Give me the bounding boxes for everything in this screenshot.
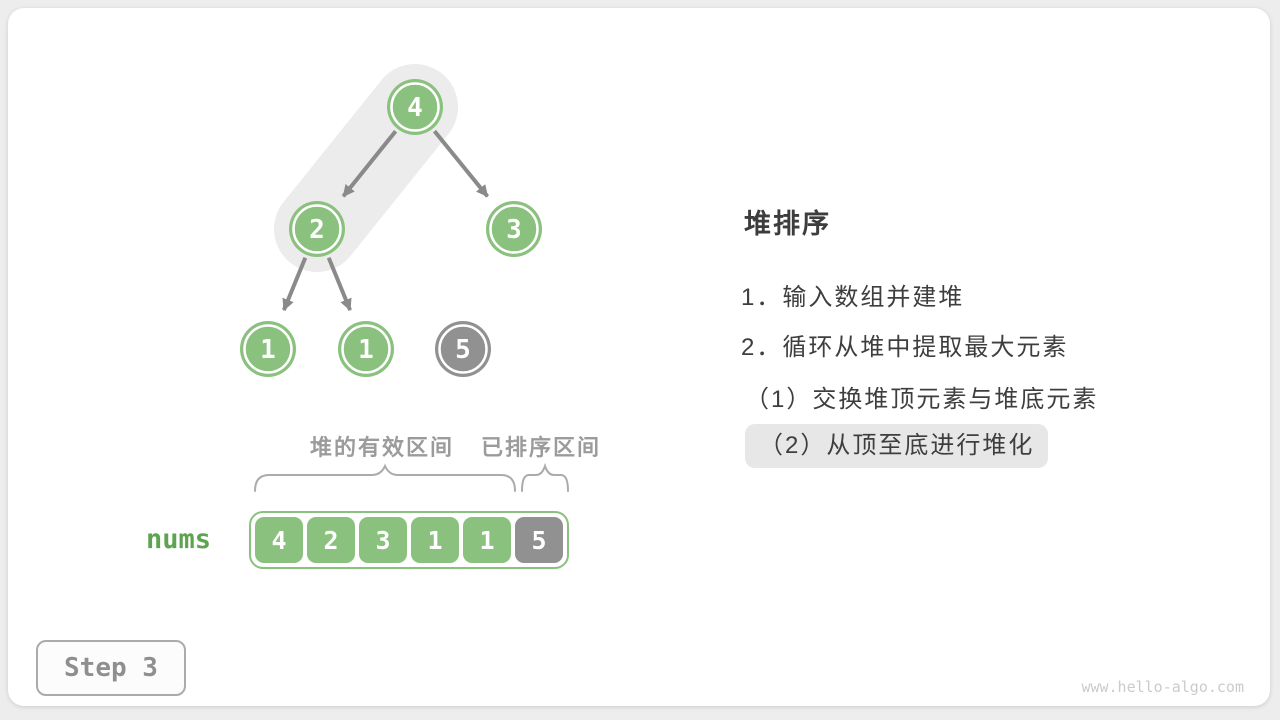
array-cell-sorted: 5 bbox=[515, 517, 563, 563]
tree-node-value: 3 bbox=[506, 215, 522, 245]
tree-node-value: 1 bbox=[358, 335, 374, 365]
heap-sort-diagram: 4 2 3 1 1 5 bbox=[240, 64, 569, 492]
step-item-2: 2．循环从堆中提取最大元素 bbox=[741, 334, 1069, 361]
nums-array: 4 2 3 1 1 5 bbox=[249, 511, 569, 569]
array-cell: 2 bbox=[307, 517, 355, 563]
tree-node-right: 3 bbox=[486, 201, 542, 257]
array-cell: 4 bbox=[255, 517, 303, 563]
tree-node-left: 2 bbox=[289, 201, 345, 257]
sorted-range-label: 已排序区间 bbox=[480, 435, 602, 460]
slide-card bbox=[8, 8, 1270, 706]
tree-node-value: 1 bbox=[260, 335, 276, 365]
step-item-2-2-highlighted: （2）从顶至底进行堆化 bbox=[745, 424, 1049, 468]
heap-range-brace bbox=[254, 463, 516, 492]
edge-arrow-2-1a bbox=[282, 256, 308, 312]
array-name-label: nums bbox=[146, 524, 212, 555]
step-item-2-1: （1）交换堆顶元素与堆底元素 bbox=[745, 386, 1099, 413]
array-cell: 1 bbox=[411, 517, 459, 563]
heap-range-label: 堆的有效区间 bbox=[309, 435, 455, 460]
sorted-range-brace bbox=[521, 462, 569, 492]
tree-node-leaf-2: 1 bbox=[338, 321, 394, 377]
tree-node-root: 4 bbox=[387, 79, 443, 135]
step-item-1: 1．输入数组并建堆 bbox=[741, 284, 965, 311]
tree-node-value: 2 bbox=[309, 215, 325, 245]
edge-arrow-2-1b bbox=[326, 256, 352, 312]
tree-edges bbox=[282, 129, 490, 312]
step-indicator: Step 3 bbox=[36, 640, 186, 696]
panel-title: 堆排序 bbox=[744, 209, 831, 239]
array-cell: 3 bbox=[359, 517, 407, 563]
array-cell: 1 bbox=[463, 517, 511, 563]
step-indicator-label: Step 3 bbox=[64, 653, 158, 683]
tree-node-leaf-1: 1 bbox=[240, 321, 296, 377]
tree-node-value: 5 bbox=[455, 335, 471, 365]
edge-arrow-4-2 bbox=[341, 129, 398, 198]
tree-node-value: 4 bbox=[407, 93, 423, 123]
watermark: www.hello-algo.com bbox=[1081, 678, 1244, 696]
tree-node-sorted: 5 bbox=[435, 321, 491, 377]
edge-arrow-4-3 bbox=[432, 129, 490, 198]
